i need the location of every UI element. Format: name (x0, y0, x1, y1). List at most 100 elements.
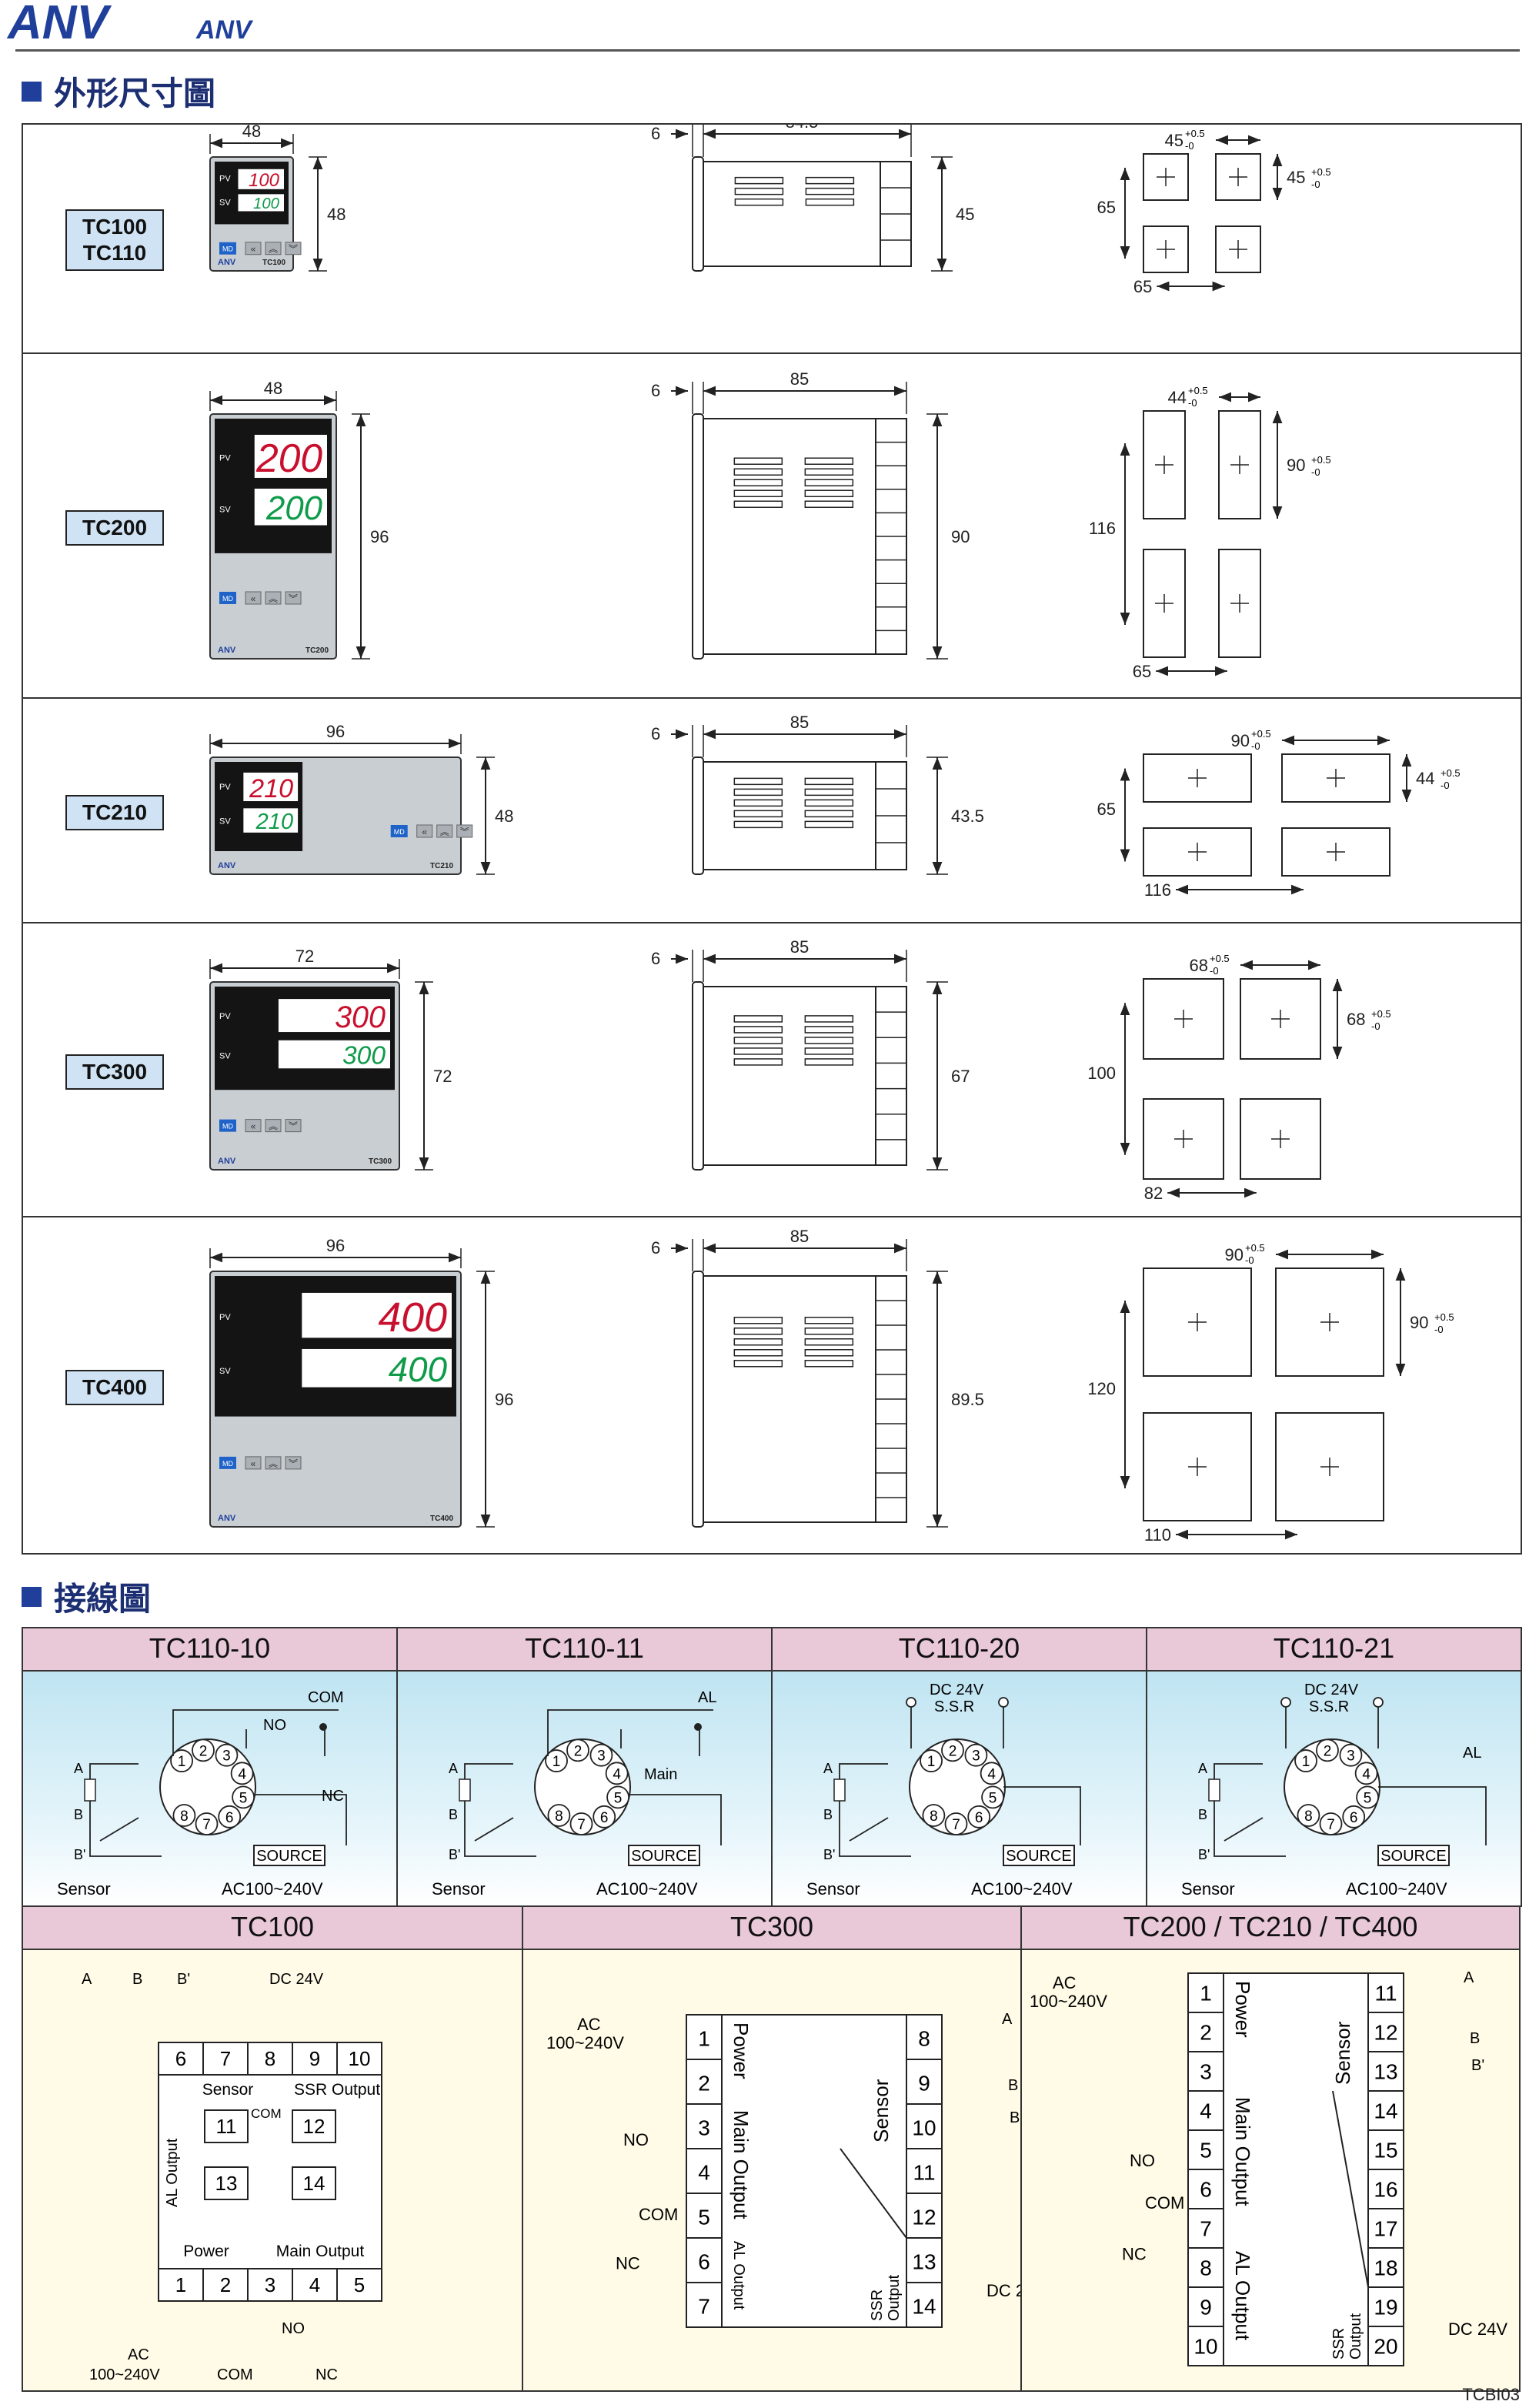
ssr-label: S.S.R (934, 1698, 974, 1715)
terminal-number: 6 (698, 2250, 710, 2274)
arrow-key-button[interactable] (245, 1119, 262, 1133)
ssr-label: SSR (869, 2289, 886, 2321)
terminal-b: B (823, 1807, 833, 1822)
tolerance-plus: +0.5 (1441, 767, 1461, 779)
face-model: TC400 (430, 1515, 453, 1523)
terminal-b: B (74, 1807, 83, 1822)
pin-number: 1 (1302, 1754, 1310, 1770)
arrow-key-button[interactable] (285, 242, 302, 255)
socket-pin (1356, 1785, 1379, 1809)
md-button-label: MD (222, 1123, 233, 1131)
bezel-side (692, 1271, 704, 1528)
arrow-key-button[interactable] (436, 824, 453, 838)
face-height-dim: 96 (370, 527, 389, 546)
socket-pin (218, 1805, 242, 1829)
terminal-number: 15 (1374, 2139, 1397, 2163)
md-button[interactable] (390, 825, 408, 837)
arrow-key-button[interactable] (265, 1119, 282, 1133)
pv-window (254, 434, 327, 478)
vertical-pitch-dim: 116 (1089, 519, 1116, 538)
power-label: Power (1231, 1981, 1254, 2038)
terminal-number: 1 (1200, 1982, 1212, 2006)
vent-slot (804, 1328, 854, 1335)
arrow-key-button[interactable] (265, 1456, 282, 1470)
section-square-icon (22, 1586, 42, 1607)
terminal-a: A (823, 1761, 833, 1776)
bezel-side (692, 413, 704, 660)
vent-slot (733, 489, 783, 497)
al-output-label: AL Output (730, 2241, 747, 2310)
md-button-label: MD (222, 245, 233, 253)
face-brand: ANV (218, 1157, 236, 1166)
cutout-width-dim: 90 (1225, 1245, 1244, 1264)
socket-pin (1294, 1749, 1317, 1772)
arrow-key-button[interactable] (416, 824, 433, 838)
socket-pin (589, 1743, 613, 1767)
vent-slot (804, 788, 854, 797)
com-label: COM (251, 2106, 282, 2121)
arrow-key-button[interactable] (245, 242, 262, 255)
arrow-key-icon: ︾ (289, 244, 298, 255)
terminal-number: 4 (698, 2161, 710, 2185)
terminal-b: B (449, 1807, 458, 1822)
arrow-key-button[interactable] (245, 591, 262, 605)
sv-window (302, 1348, 452, 1388)
ac-range-label: 100~240V (1030, 1992, 1107, 2011)
com-label: COM (308, 1689, 344, 1706)
model-label: TC300 (65, 1054, 164, 1090)
vent-slot (733, 788, 783, 797)
vent-slot (804, 1349, 854, 1357)
arrow-key-button[interactable] (265, 591, 282, 605)
sensor-section-label: Sensor (870, 2079, 893, 2142)
socket-pin (593, 1805, 616, 1829)
al-output-label: AL Output (164, 2138, 181, 2207)
tolerance-plus: +0.5 (1185, 128, 1205, 139)
pin-number: 3 (222, 1748, 231, 1765)
socket-pin (566, 1738, 589, 1762)
ac-label: AC (128, 2346, 149, 2363)
nc-label: NC (1122, 2244, 1147, 2263)
vent-slot (734, 176, 784, 185)
pin-number: 7 (577, 1817, 586, 1833)
arrow-key-button[interactable] (285, 1456, 302, 1470)
cutout-width-dim: 68 (1190, 956, 1208, 975)
output-label: Output (1347, 2313, 1364, 2360)
terminal-b-prime: B' (1471, 2057, 1484, 2074)
terminal-number: 5 (698, 2206, 710, 2229)
socket-pin (981, 1785, 1004, 1809)
md-button[interactable] (219, 1119, 236, 1132)
arrow-key-button[interactable] (285, 591, 302, 605)
arrow-key-button[interactable] (456, 824, 473, 838)
pv-window (302, 1292, 452, 1338)
arrow-key-button[interactable] (285, 1119, 302, 1133)
face-model: TC200 (305, 646, 329, 655)
face-height-dim: 48 (327, 205, 346, 224)
side-height-dim: 43.5 (951, 807, 984, 826)
pin-number: 2 (949, 1743, 957, 1759)
arrow-key-icon: ︽ (269, 244, 278, 255)
terminal-number: 5 (1200, 2139, 1212, 2163)
main-output-label: Main Output (1231, 2097, 1254, 2206)
terminal-number: 8 (265, 2047, 275, 2070)
terminal-number: 20 (1374, 2335, 1397, 2359)
vent-slot (805, 187, 855, 195)
md-button[interactable] (219, 591, 236, 604)
pin-number: 8 (555, 1809, 563, 1825)
terminal-number: 3 (1200, 2060, 1212, 2084)
ssr-label: SSR (1330, 2328, 1347, 2360)
md-button[interactable] (219, 1456, 236, 1469)
face-model: TC100 (262, 259, 285, 267)
terminal-block (1223, 1972, 1369, 2366)
vent-slot (733, 1037, 783, 1044)
arrow-key-button[interactable] (245, 1456, 262, 1470)
cutout-height-dim: 45 (1287, 168, 1305, 187)
arrow-key-button[interactable] (265, 242, 282, 255)
pin-number: 8 (930, 1809, 938, 1825)
terminal-number: 2 (220, 2273, 231, 2296)
wiring-header: TC100 (23, 1907, 523, 1950)
nc-label: NC (322, 1788, 344, 1805)
md-button[interactable] (219, 242, 236, 255)
terminal-a: A (1198, 1761, 1207, 1776)
